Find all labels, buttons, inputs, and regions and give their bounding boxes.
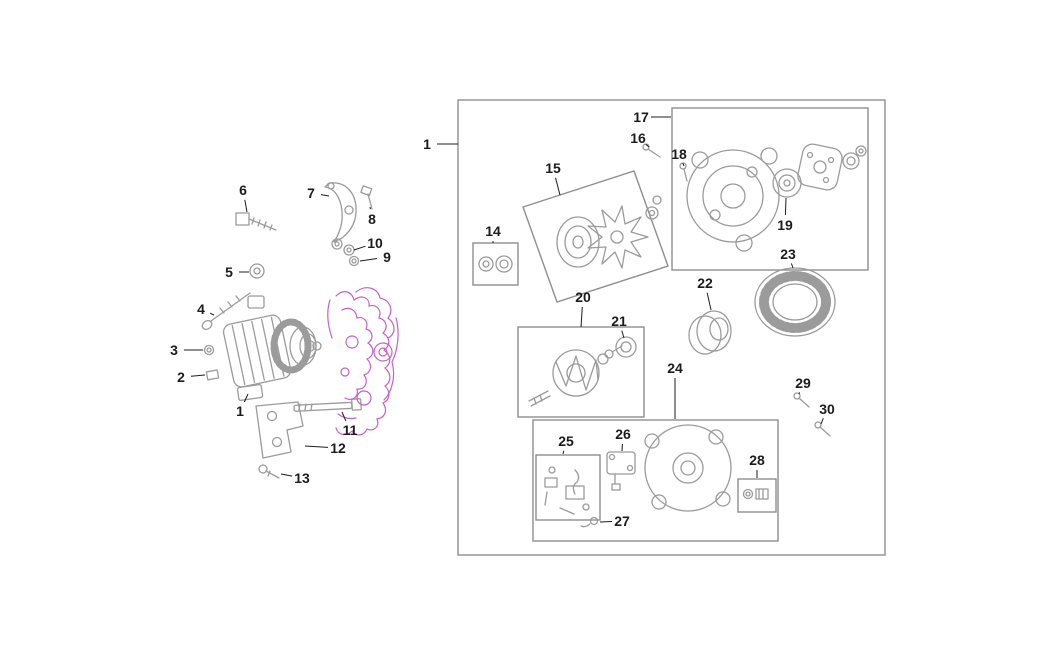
callout-25: 25	[558, 433, 574, 449]
callout-17: 17	[633, 109, 649, 125]
through-bolt-11-drawing	[293, 398, 362, 412]
callout-8: 8	[368, 211, 376, 227]
washer-set-14-drawing	[478, 255, 513, 273]
callout-14: 14	[485, 223, 501, 239]
callout-4: 4	[197, 301, 205, 317]
callout-27: 27	[614, 513, 630, 529]
adjuster-bracket-drawing	[324, 182, 357, 250]
bolt-6-drawing	[235, 212, 277, 231]
callout-15: 15	[545, 160, 561, 176]
rear-housing-17-drawing	[686, 147, 780, 252]
callout-26: 26	[615, 426, 631, 442]
pulley-15-drawing	[556, 195, 662, 268]
callout-13: 13	[294, 470, 310, 486]
sub-group-boxes	[472, 107, 869, 542]
leader-lines	[184, 116, 824, 523]
callout-18: 18	[671, 146, 687, 162]
bolt-8-drawing	[360, 185, 373, 210]
callout-23: 23	[780, 246, 796, 262]
terminal-set-28-drawing	[742, 488, 769, 500]
screw-18-drawing	[679, 162, 688, 182]
callout-30: 30	[819, 401, 835, 417]
clip-27-drawing	[580, 516, 599, 528]
bolt-13-drawing	[258, 464, 280, 479]
callout-12: 12	[330, 440, 346, 456]
bolt-4-drawing	[201, 292, 251, 331]
bearing-19-drawing	[772, 168, 802, 198]
callout-22: 22	[697, 275, 713, 291]
callout-1-assembly: 1	[236, 403, 244, 419]
callout-21: 21	[611, 313, 627, 329]
brush-holder-25-drawing	[544, 466, 590, 515]
callout-7: 7	[307, 185, 315, 201]
regulator-26-drawing	[606, 451, 636, 491]
bearing-21-drawing	[615, 336, 637, 358]
callout-20: 20	[575, 289, 591, 305]
callout-2: 2	[177, 369, 185, 385]
callout-1-overview: 1	[423, 136, 431, 152]
engine-outline-drawing	[327, 287, 399, 436]
stator-23-drawing	[754, 267, 836, 337]
nut-3-drawing	[203, 344, 215, 356]
front-housing-24-drawing	[644, 424, 732, 512]
alternator-assembly-drawing	[222, 295, 322, 401]
screw-29-drawing	[793, 392, 810, 408]
retainer-plate-drawing	[797, 143, 867, 191]
callout-16: 16	[630, 130, 646, 146]
rotor-20-drawing	[528, 345, 623, 407]
callout-11: 11	[342, 422, 358, 438]
callout-5: 5	[225, 264, 233, 280]
washer-nut-9-10-drawing	[343, 244, 360, 267]
bolt-2-drawing	[205, 369, 220, 381]
overview-box	[457, 99, 886, 556]
callout-6: 6	[239, 182, 247, 198]
washer-5-drawing	[249, 263, 265, 279]
sleeve-22-drawing	[688, 310, 732, 355]
callout-29: 29	[795, 375, 811, 391]
callout-9: 9	[383, 249, 391, 265]
callout-19: 19	[777, 217, 793, 233]
fan-15-drawing	[587, 205, 649, 269]
mount-bracket-12-drawing	[255, 401, 304, 459]
screw-30-drawing	[814, 421, 831, 437]
callout-3: 3	[170, 342, 178, 358]
callout-28: 28	[749, 452, 765, 468]
callout-10: 10	[367, 235, 383, 251]
callout-24: 24	[667, 360, 683, 376]
